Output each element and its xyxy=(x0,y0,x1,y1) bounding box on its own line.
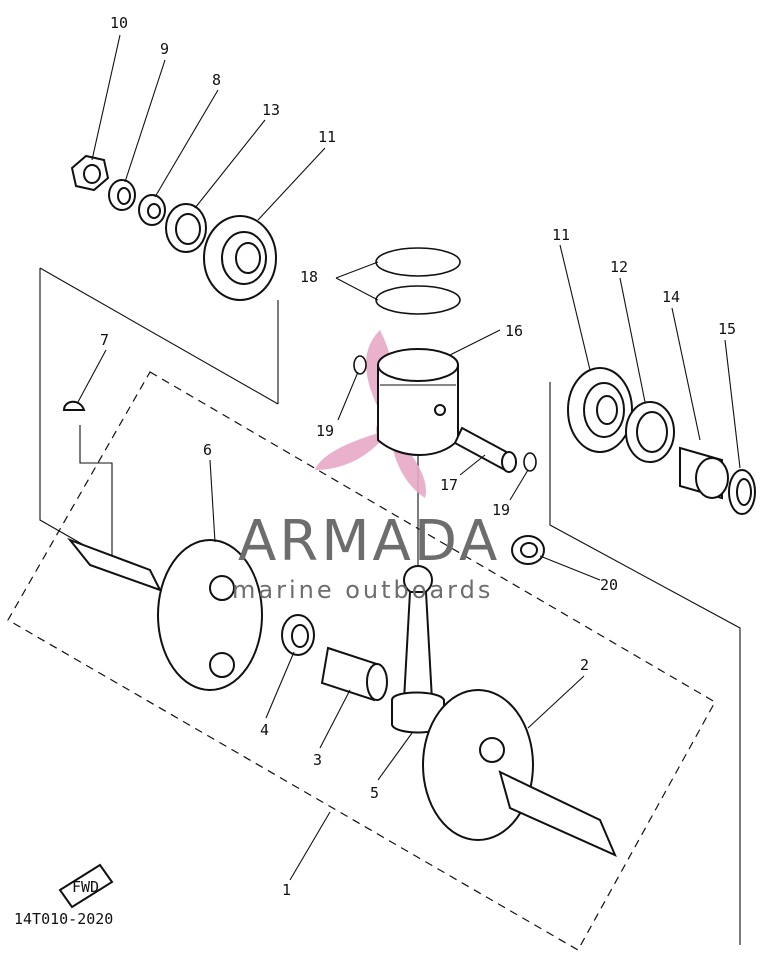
part-labels: 10 9 8 13 11 18 16 19 17 19 20 11 12 14 … xyxy=(100,14,736,899)
fwd-arrow-icon: FWD xyxy=(58,863,114,909)
oil-seal-13 xyxy=(165,203,207,253)
part-label-3: 3 xyxy=(313,751,322,769)
circlip-19-right xyxy=(523,452,537,472)
part-label-4: 4 xyxy=(260,721,269,739)
woodruff-key-7 xyxy=(62,400,86,411)
watermark-subtitle: marine outboards xyxy=(232,576,493,604)
crankshaft-half-6 xyxy=(66,537,263,691)
oil-seal-12 xyxy=(625,401,675,463)
leader-lines xyxy=(77,34,741,881)
piston-rings-18 xyxy=(375,247,461,315)
collar-14 xyxy=(679,446,729,500)
diagram-code: 14T010-2020 xyxy=(14,910,113,928)
piston-16 xyxy=(377,348,459,456)
part-label-12: 12 xyxy=(610,258,628,276)
part-label-17: 17 xyxy=(440,476,458,494)
part-label-20: 20 xyxy=(600,576,618,594)
part-label-15: 15 xyxy=(718,320,736,338)
small-end-bearing-20 xyxy=(511,535,545,565)
circlip-19-left xyxy=(353,355,367,375)
part-label-10: 10 xyxy=(110,14,128,32)
part-label-6: 6 xyxy=(203,441,212,459)
part-label-14: 14 xyxy=(662,288,680,306)
part-label-2: 2 xyxy=(580,656,589,674)
crankshaft-half-2 xyxy=(422,689,617,857)
bearing-11-upper xyxy=(203,215,277,301)
part-label-13: 13 xyxy=(262,101,280,119)
part-label-19-right: 19 xyxy=(492,501,510,519)
part-label-1: 1 xyxy=(282,881,291,899)
washer-15 xyxy=(728,469,756,515)
part-label-18: 18 xyxy=(300,268,318,286)
part-label-7: 7 xyxy=(100,331,109,349)
bearing-11-right xyxy=(567,367,633,453)
part-label-11-right: 11 xyxy=(552,226,570,244)
connecting-rod-5 xyxy=(391,565,445,734)
part-label-16: 16 xyxy=(505,322,523,340)
needle-bearing-4 xyxy=(281,614,315,656)
part-label-11-upper: 11 xyxy=(318,128,336,146)
part-label-5: 5 xyxy=(370,784,379,802)
watermark-title: ARMADA xyxy=(238,509,500,574)
washer-8 xyxy=(138,194,166,226)
part-label-8: 8 xyxy=(212,71,221,89)
lock-washer-9 xyxy=(108,179,136,211)
piston-pin-17 xyxy=(453,426,517,473)
fwd-label: FWD xyxy=(72,878,99,896)
part-label-19-left: 19 xyxy=(316,422,334,440)
crank-pin-3 xyxy=(320,646,388,702)
nut-10 xyxy=(70,154,110,192)
part-label-9: 9 xyxy=(160,40,169,58)
